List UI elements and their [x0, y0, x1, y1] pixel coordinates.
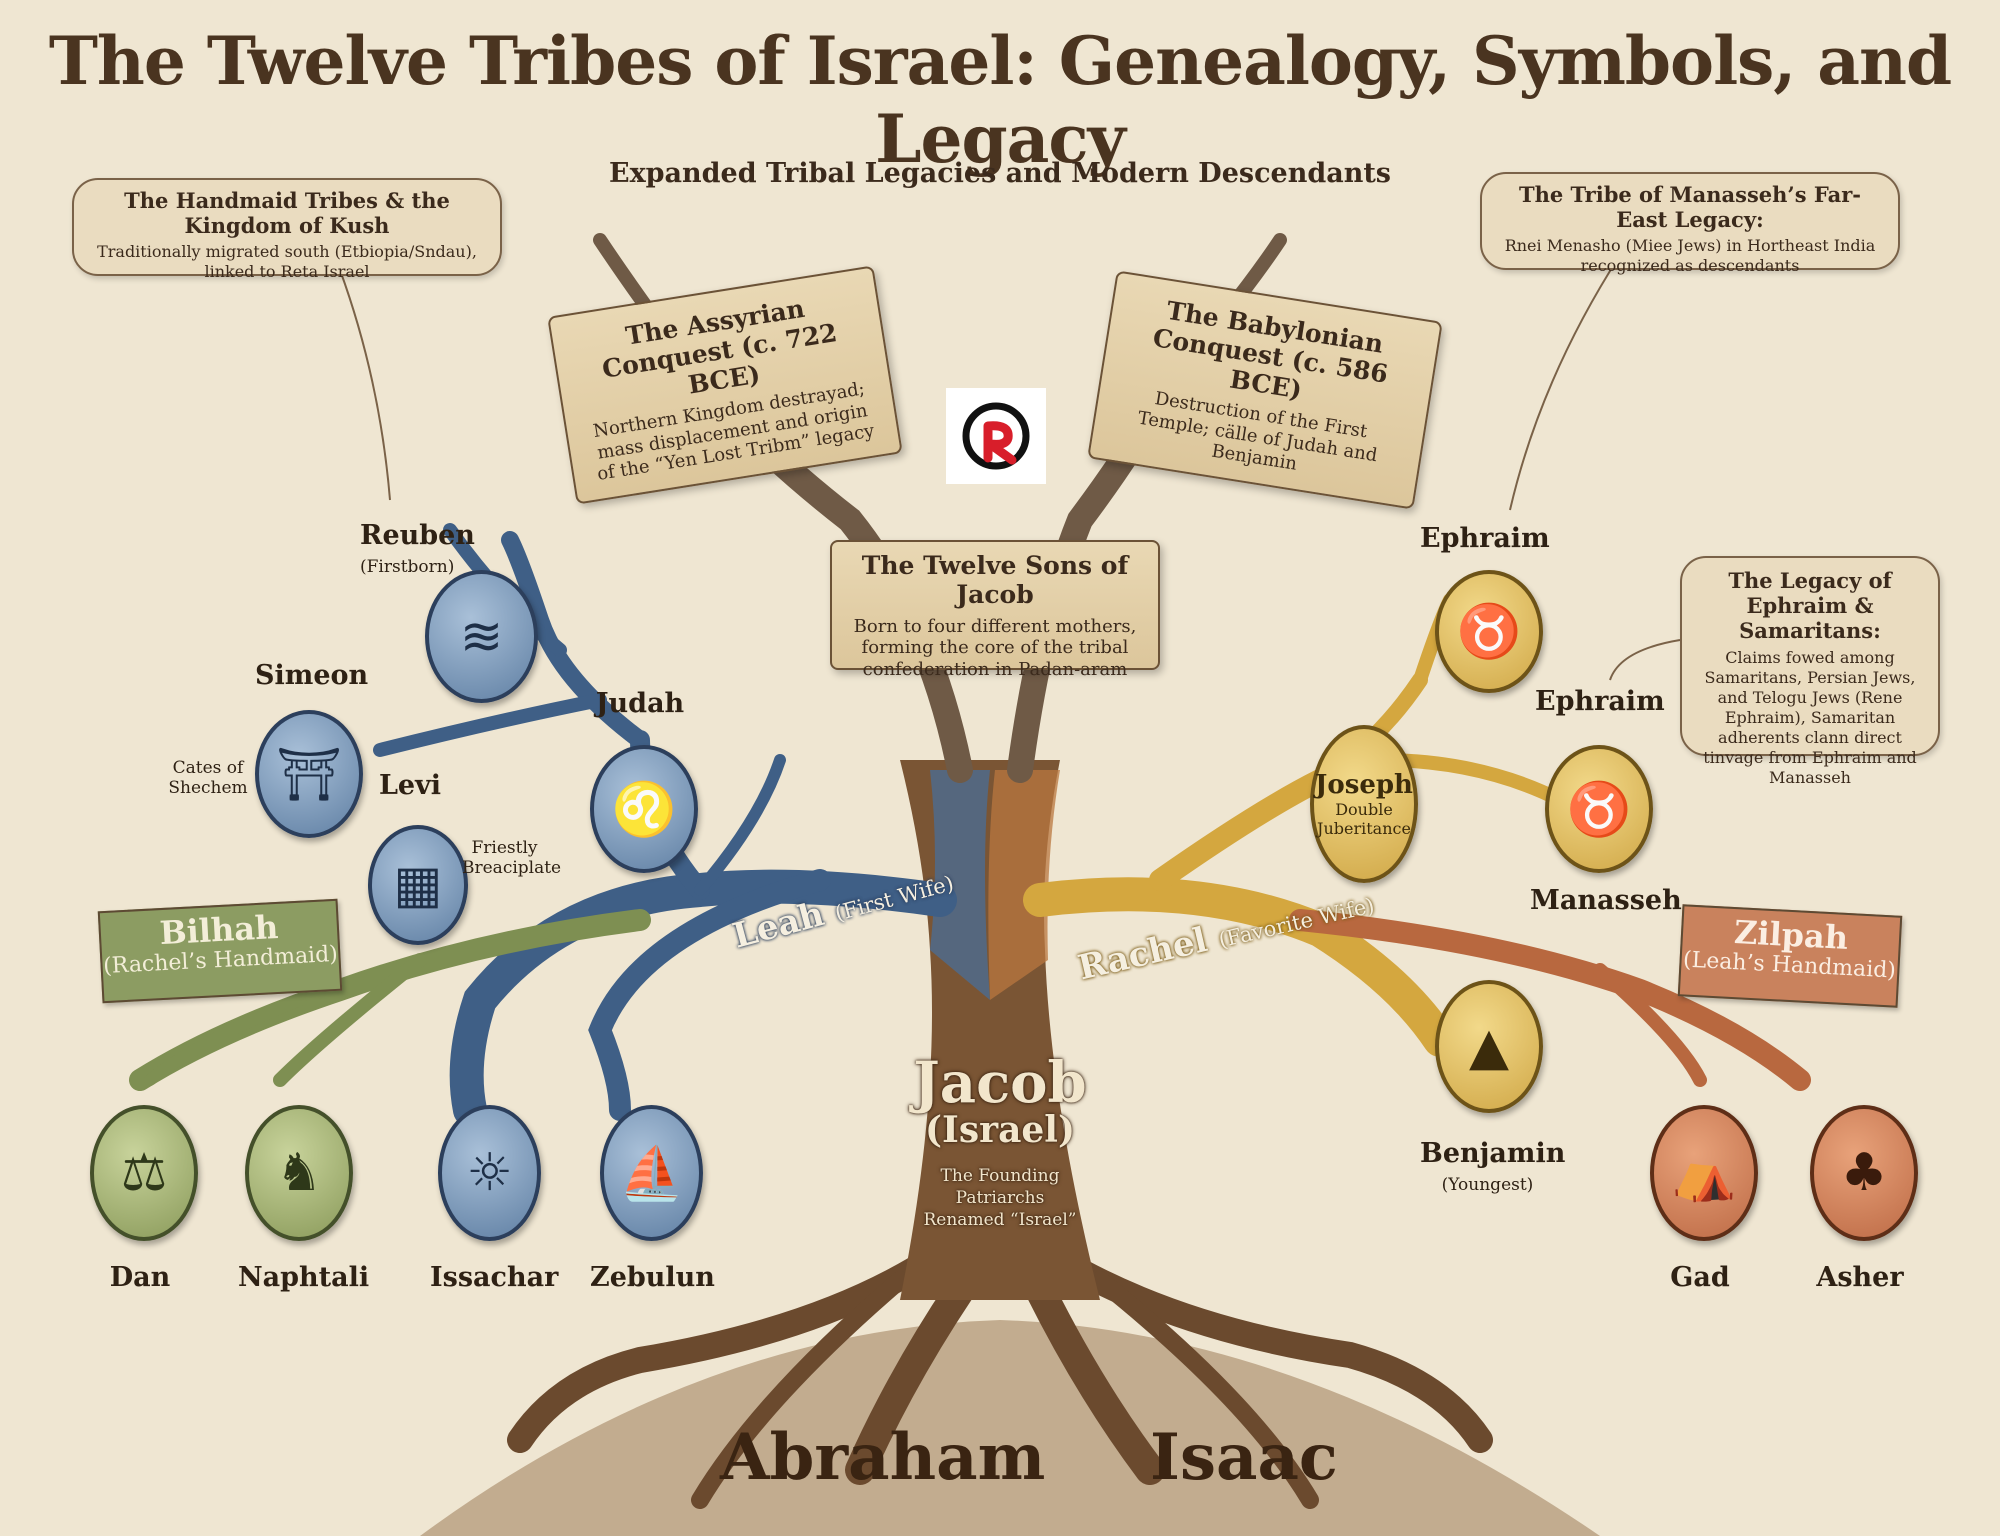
jacob-label: Jacob (Israel) The Founding Patriarchs R…: [880, 1055, 1120, 1231]
page-title: The Twelve Tribes of Israel: Genealogy, …: [48, 22, 1952, 178]
callout-kush-heading: The Handmaid Tribes & the Kingdom of Kus…: [124, 188, 450, 239]
tribe-reuben-note: (Firstborn): [360, 557, 455, 577]
lion-icon: ♌: [611, 779, 677, 840]
bull-icon: ♉: [1456, 602, 1522, 662]
tribe-reuben-name: Reuben: [360, 520, 475, 551]
reuben-medal: ≋: [425, 570, 538, 703]
simeon-medal: ⛩: [255, 710, 363, 838]
tribe-manasseh-name: Manasseh: [1530, 885, 1682, 916]
scroll-twelve-sons-body: Born to four different mothers, forming …: [853, 615, 1137, 680]
donkey-icon: ☼: [466, 1143, 513, 1203]
tribe-benjamin-name: Benjamin: [1420, 1138, 1566, 1169]
issachar-medal: ☼: [438, 1105, 541, 1241]
olive-tree-icon: ♣: [1840, 1143, 1888, 1203]
roots: [507, 1247, 1493, 1509]
asher-medal: ♣: [1810, 1105, 1918, 1241]
tribe-zebulun-name: Zebulun: [590, 1262, 715, 1293]
tribe-gad-name: Gad: [1670, 1262, 1730, 1293]
benjamin-medal: ▲: [1435, 980, 1543, 1113]
scroll-twelve-sons-heading: The Twelve Sons of Jacob: [861, 551, 1129, 609]
callout-pointer-kush: [339, 269, 391, 501]
tribe-benjamin-note: (Youngest): [1441, 1175, 1534, 1195]
root-isaac: Isaac: [1150, 1420, 1338, 1495]
tents-icon: ⛺: [1671, 1143, 1737, 1204]
ephraim-top-medal: ♉: [1435, 570, 1543, 693]
gate-icon: ⛩: [275, 744, 342, 805]
zebulun-medal: ⛵: [600, 1105, 703, 1241]
callout-samaritans-body: Claims fowed among Samaritans, Persian J…: [1703, 647, 1917, 787]
callout-manasseh-body: Rnei Menasho (Miee Jews) in Hortheast In…: [1504, 236, 1876, 276]
callout-pointer-manasseh: [1509, 254, 1621, 511]
callout-samaritans: The Legacy of Ephraim & Samaritans: Clai…: [1680, 556, 1940, 787]
deer-icon: ♞: [275, 1143, 323, 1203]
logo-badge: [946, 388, 1046, 484]
levi-medal: ▦: [368, 825, 468, 945]
callout-manasseh-heading: The Tribe of Manasseh’s Far-East Legacy:: [1518, 182, 1861, 233]
jacob-name: Jacob: [913, 1050, 1087, 1116]
tribe-asher-name: Asher: [1816, 1262, 1904, 1293]
tribe-ephraim-mid-name: Ephraim: [1535, 686, 1665, 717]
tribe-simeon-note: Cates of Shechem: [168, 758, 248, 798]
ribbon-bilhah: Bilhah (Rachel’s Handmaid): [97, 898, 343, 1004]
callout-manasseh: The Tribe of Manasseh’s Far-East Legacy:…: [1480, 172, 1900, 275]
waves-icon: ≋: [459, 606, 504, 667]
logo-mark: [962, 402, 1030, 470]
mountain-icon: ▲: [1469, 1016, 1509, 1077]
tribe-naphtali-name: Naphtali: [238, 1262, 370, 1293]
callout-samaritans-heading: The Legacy of Ephraim & Samaritans:: [1728, 568, 1892, 644]
scroll-twelve-sons: The Twelve Sons of Jacob Born to four di…: [830, 540, 1160, 680]
root-abraham: Abraham: [720, 1420, 1046, 1495]
joseph-medal: Joseph Double Juberitance: [1310, 725, 1418, 883]
tribe-dan-name: Dan: [109, 1262, 171, 1293]
tribe-joseph-note: Double Juberitance: [1317, 799, 1411, 838]
naphtali-medal: ♞: [245, 1105, 353, 1241]
jacob-note: The Founding Patriarchs Renamed “Israel”: [923, 1165, 1077, 1230]
callout-kush-body: Traditionally migrated south (Etbiopia/S…: [97, 242, 477, 282]
tribe-ephraim-top-name: Ephraim: [1420, 523, 1550, 554]
callout-kush: The Handmaid Tribes & the Kingdom of Kus…: [72, 178, 502, 281]
tribe-issachar-name: Issachar: [430, 1262, 559, 1293]
tribe-simeon-name: Simeon: [255, 660, 369, 691]
page-subtitle: Expanded Tribal Legacies and Modern Desc…: [609, 158, 1391, 189]
breastplate-icon: ▦: [393, 855, 443, 915]
ox-icon: ♉: [1566, 779, 1632, 840]
judah-medal: ♌: [590, 745, 698, 873]
ephraim-mid-medal: ♉: [1545, 745, 1653, 873]
jacob-alias: (Israel): [924, 1109, 1076, 1151]
scales-serpent-icon: ⚖: [120, 1143, 168, 1203]
ribbon-zilpah: Zilpah (Leah’s Handmaid): [1677, 904, 1903, 1008]
tribe-judah-name: Judah: [595, 688, 685, 719]
ship-icon: ⛵: [619, 1143, 684, 1204]
tribe-levi-name: Levi: [378, 770, 442, 801]
callout-pointer-samaritans: [1609, 639, 1681, 681]
dan-medal: ⚖: [90, 1105, 198, 1241]
tribe-levi-note: Friestly Breaciplate: [462, 838, 562, 878]
tribe-joseph-name: Joseph: [1315, 769, 1413, 800]
gad-medal: ⛺: [1650, 1105, 1758, 1241]
